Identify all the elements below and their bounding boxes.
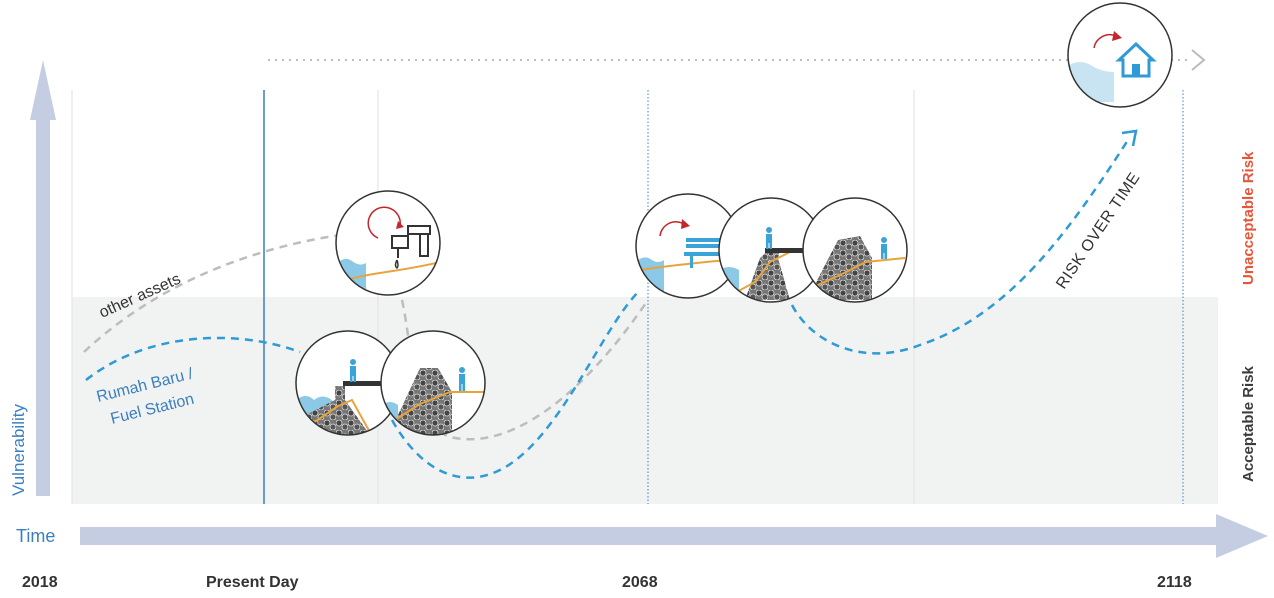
tick-2068: 2068 <box>622 574 658 591</box>
time-axis-arrow <box>80 514 1268 558</box>
vulnerability-axis-arrow <box>30 60 56 496</box>
revetment-icon <box>295 330 401 436</box>
large-breakwater-icon <box>802 197 908 303</box>
tick-2118: 2118 <box>1157 574 1192 591</box>
future-dotted-arrow <box>268 49 1206 71</box>
x-axis-label: Time <box>16 526 55 546</box>
unacceptable-risk-label: Unacceptable Risk <box>1240 151 1257 285</box>
house-icon <box>1067 2 1173 108</box>
grid-lines <box>71 90 1184 504</box>
tick-2018: 2018 <box>22 574 58 591</box>
tick-present-day: Present Day <box>206 574 299 591</box>
bench-icon <box>635 193 741 299</box>
y-axis-label: Vulnerability <box>9 404 28 496</box>
rumah-baru-pathway <box>85 139 1130 479</box>
risk-arrowhead <box>1121 129 1138 147</box>
acceptable-risk-label: Acceptable Risk <box>1240 365 1257 482</box>
acceptable-risk-band <box>72 297 1218 504</box>
water-tap-icon <box>335 190 441 296</box>
risk-over-time-label: RISK OVER TIME <box>1053 170 1143 293</box>
